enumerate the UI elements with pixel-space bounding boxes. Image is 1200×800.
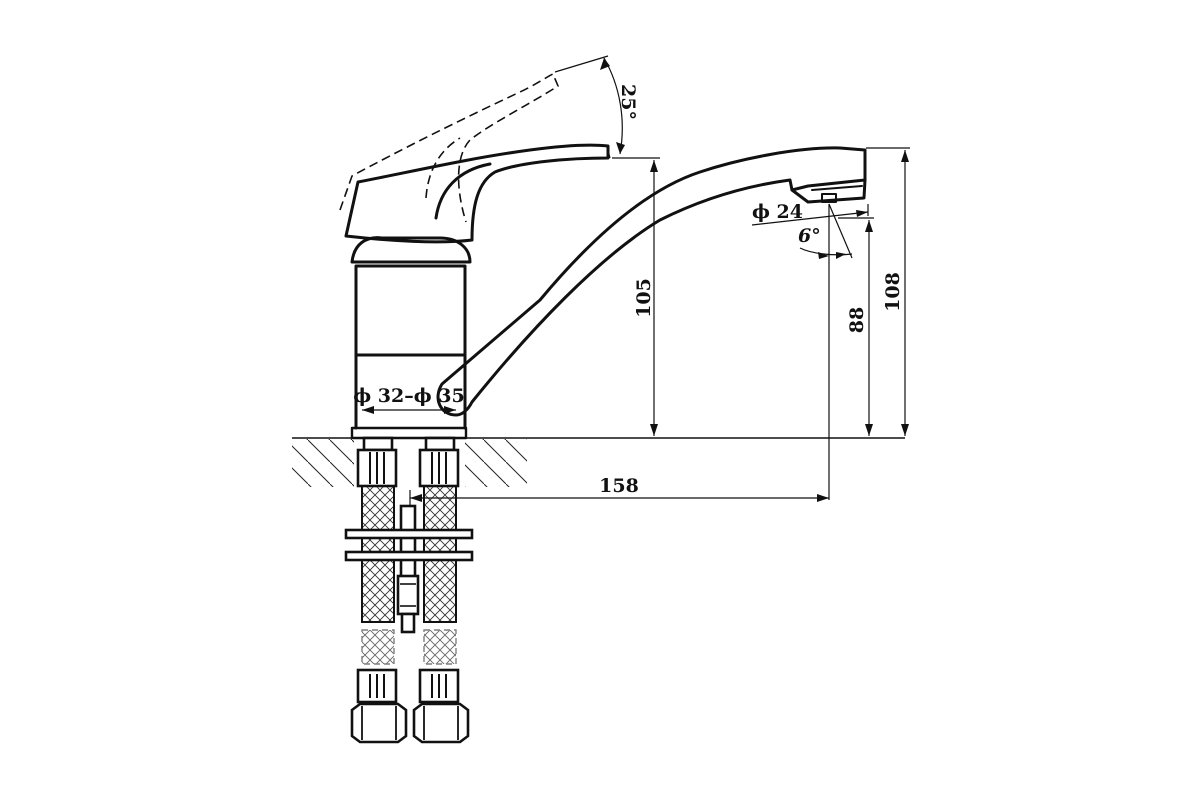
dim-height-outlet: 88 [838, 217, 874, 436]
ground-hatch-right [465, 439, 527, 487]
dim-diameter-hole: ϕ 32–ϕ 35 [353, 385, 465, 414]
countertop [292, 437, 905, 487]
dim-reach-spout: 158 [409, 475, 829, 505]
dim-diameter-outlet-label: ϕ 24 [752, 201, 803, 223]
dim-height-lever-label: 105 [633, 278, 655, 318]
dim-height-spout-label: 108 [882, 272, 904, 312]
lever-handle-tilted [339, 72, 559, 223]
dim-angle-spout-label: 6° [798, 225, 821, 247]
mounting-stud [344, 504, 474, 634]
lever-handle [344, 143, 610, 244]
dim-reach-spout-label: 158 [599, 475, 639, 497]
dim-diameter-outlet: ϕ 24 [751, 201, 869, 226]
dim-height-lever: 105 [612, 157, 660, 436]
dim-height-outlet-label: 88 [846, 307, 868, 333]
faucet-body [350, 236, 472, 440]
supply-hose-right [412, 436, 470, 744]
dim-angle-lever-label: 25° [617, 84, 639, 120]
dim-height-spout: 108 [866, 147, 910, 436]
dim-diameter-hole-label: ϕ 32–ϕ 35 [353, 385, 464, 407]
dim-angle-spout: 6° [798, 203, 853, 500]
dim-angle-lever: 25° [554, 55, 639, 159]
spout [436, 146, 867, 417]
ground-hatch-left [292, 439, 354, 487]
